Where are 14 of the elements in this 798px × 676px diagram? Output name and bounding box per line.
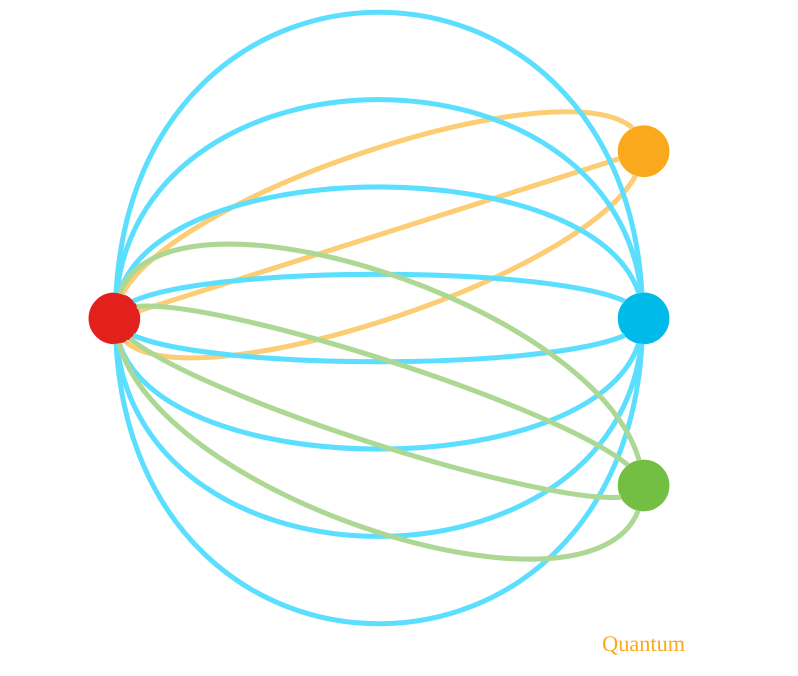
connector [136,304,629,468]
connector [132,272,626,304]
connector [137,156,620,314]
label: Quantum [602,631,685,656]
node-circle [88,292,140,344]
node-circle [617,125,669,178]
node-circle [617,460,669,512]
connector [124,174,638,360]
connector [128,336,620,500]
connector [113,10,644,294]
connector [117,242,641,462]
connector [113,343,644,626]
connector [132,332,626,364]
node-circle [617,292,669,344]
